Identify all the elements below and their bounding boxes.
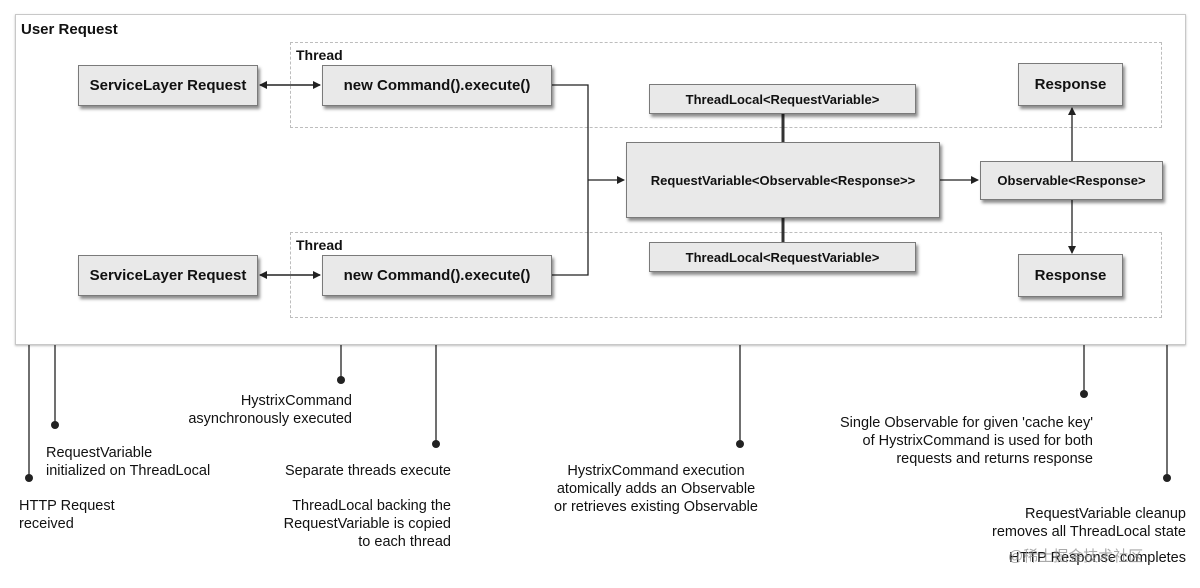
note-requestvariable-init: RequestVariable initialized on ThreadLoc… <box>46 445 211 479</box>
threadlocal-top: ThreadLocal<RequestVariable> <box>649 84 916 114</box>
note-single-observable: Single Observable for given 'cache key' … <box>840 415 1093 467</box>
request-variable-box: RequestVariable<Observable<Response>> <box>626 142 940 218</box>
note-http-request: HTTP Request received <box>19 498 115 532</box>
command-execute-top: new Command().execute() <box>322 65 552 106</box>
note-separate-threads: Separate threads execute ThreadLocal bac… <box>283 463 451 550</box>
container-title: User Request <box>21 21 118 38</box>
response-top: Response <box>1018 63 1123 106</box>
response-bottom: Response <box>1018 254 1123 297</box>
note-hystrix-execution: HystrixCommand execution atomically adds… <box>554 463 758 515</box>
note-async-executed: HystrixCommand asynchronously executed <box>188 393 352 427</box>
note-cleanup: RequestVariable cleanup removes all Thre… <box>992 506 1186 566</box>
command-execute-bottom: new Command().execute() <box>322 255 552 296</box>
threadlocal-bottom: ThreadLocal<RequestVariable> <box>649 242 916 272</box>
watermark: @稀土掘金技术社区 <box>1008 548 1144 565</box>
service-layer-request-top: ServiceLayer Request <box>78 65 258 106</box>
thread-label-top: Thread <box>296 47 343 63</box>
thread-label-bottom: Thread <box>296 237 343 253</box>
service-layer-request-bottom: ServiceLayer Request <box>78 255 258 296</box>
observable-box: Observable<Response> <box>980 161 1163 200</box>
